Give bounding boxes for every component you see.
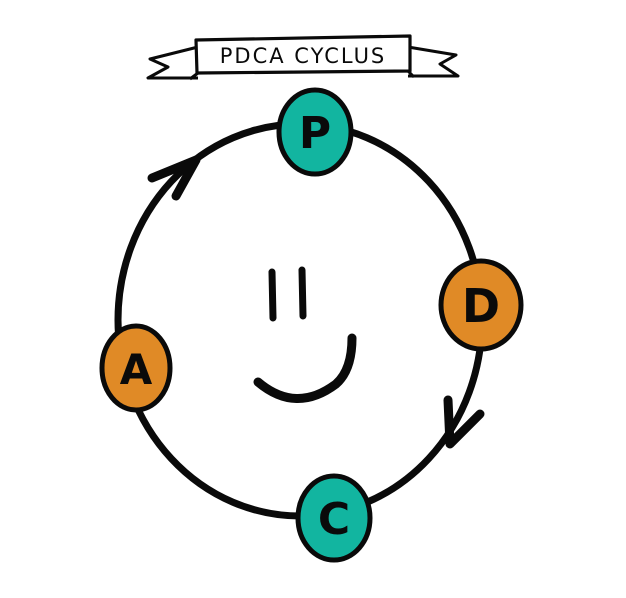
- title-banner: PDCA CYCLUS: [146, 34, 460, 81]
- face-mouth: [253, 333, 357, 403]
- node-plan-circle: [276, 87, 354, 177]
- node-check: C: [295, 473, 373, 563]
- banner-fold-left: [189, 71, 199, 81]
- face-eye-right: [298, 266, 307, 320]
- arrowhead-icon: [147, 155, 201, 201]
- node-plan: P: [276, 87, 354, 177]
- smiley-face-icon: [253, 266, 357, 403]
- arrowhead-icon: [443, 395, 485, 449]
- banner-left-tail: [146, 45, 199, 80]
- node-check-letter: C: [318, 494, 350, 545]
- node-do: D: [438, 258, 524, 352]
- banner-right-tail: [407, 45, 460, 78]
- node-do-letter: D: [462, 279, 500, 333]
- node-act-circle: [99, 323, 173, 413]
- banner-title: PDCA CYCLUS: [220, 44, 387, 68]
- node-plan-letter: P: [299, 108, 331, 159]
- node-do-circle: [438, 258, 524, 352]
- face-eye-left: [268, 268, 277, 322]
- cycle-ring: [114, 120, 486, 520]
- banner-fold-right: [406, 69, 416, 79]
- node-act-letter: A: [120, 345, 153, 394]
- node-check-circle: [295, 473, 373, 563]
- node-act: A: [99, 323, 173, 413]
